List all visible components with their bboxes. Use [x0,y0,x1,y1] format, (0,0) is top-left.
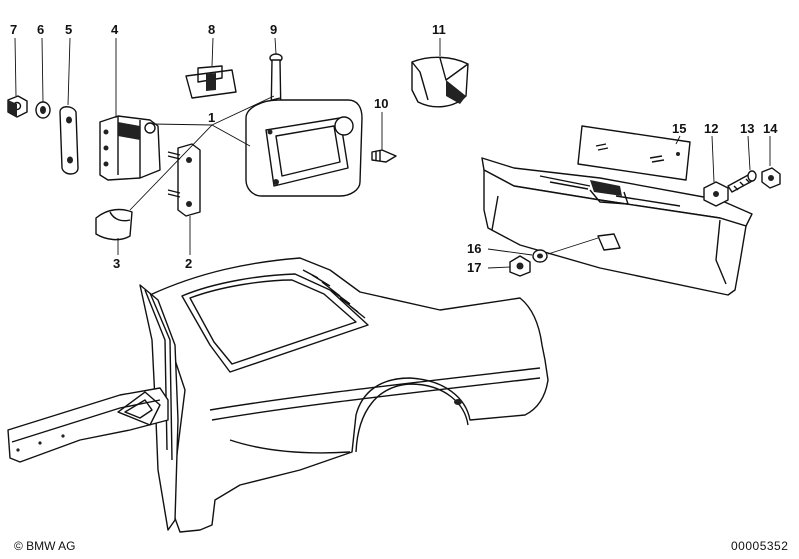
cap-part-11 [411,56,469,108]
stud-plate-part-2 [167,143,201,217]
stud-part-10 [371,149,397,163]
bracket-part-4 [99,115,161,181]
callout-8: 8 [208,22,215,37]
clip-part-3 [95,208,133,241]
badge-part-15 [577,125,691,181]
washer-part-16 [532,249,548,263]
callout-12: 12 [704,121,718,136]
callout-13: 13 [740,121,754,136]
callout-1: 1 [208,110,215,125]
callout-9: 9 [270,22,277,37]
nut-part-17 [509,255,531,277]
callout-6: 6 [37,22,44,37]
grommet-part-12 [703,181,729,207]
callout-5: 5 [65,22,72,37]
callout-16: 16 [467,241,481,256]
leader-lines [14,37,771,269]
washer-part-6 [35,101,51,119]
callout-2: 2 [185,256,192,271]
copyright-label: © BMW AG [14,539,76,553]
holder-part-8 [185,65,237,99]
nut-part-14 [761,167,781,189]
callout-15: 15 [672,121,686,136]
callout-14: 14 [763,121,778,136]
quarter-panel [7,257,549,533]
callout-10: 10 [374,96,388,111]
screw-part-13 [727,170,757,193]
filler-housing-part-1 [245,99,363,197]
tail-panel [481,157,753,296]
nut-part-7 [7,95,28,118]
callout-3: 3 [113,256,120,271]
callout-7: 7 [10,22,17,37]
callout-11: 11 [432,22,446,37]
document-number: 00005352 [731,539,789,553]
callout-labels: 7 6 5 4 8 9 11 10 1 3 2 15 12 13 14 16 1… [10,22,778,275]
plate-part-5 [59,106,79,175]
callout-4: 4 [111,22,119,37]
callout-17: 17 [467,260,481,275]
